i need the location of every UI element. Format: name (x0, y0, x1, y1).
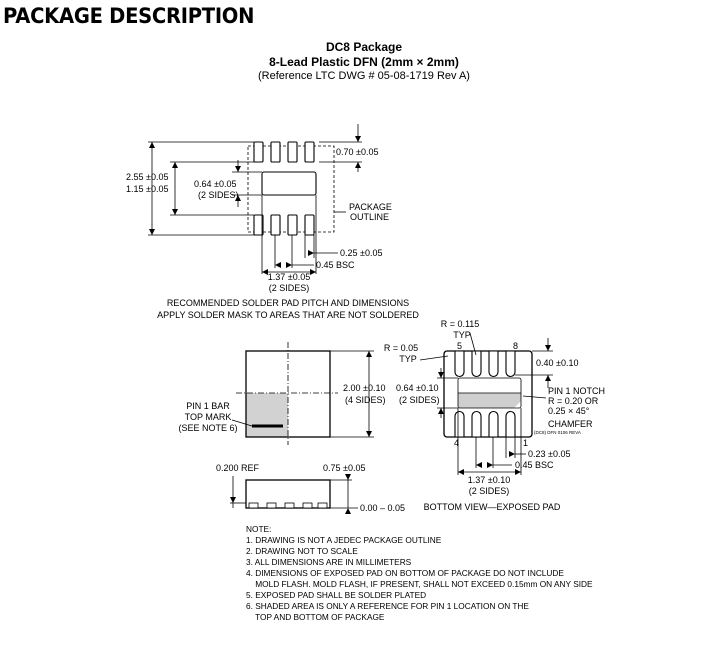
bottom-view-drawing (419, 332, 553, 475)
footprint-pad (304, 214, 315, 236)
dim-bottom-exposed-width-note: (2 SIDES) (468, 486, 510, 496)
footprint-exposed-pad (261, 171, 317, 196)
bottom-lead (505, 410, 516, 438)
note-item: TOP AND BOTTOM OF PACKAGE (246, 612, 385, 622)
bottom-lead (488, 410, 499, 438)
dim-lead-width: 0.25 ±0.05 (340, 248, 383, 258)
note-item: 4. DIMENSIONS OF EXPOSED PAD ON BOTTOM O… (246, 568, 564, 578)
pin1-notch-chamfer: 0.25 × 45° (548, 406, 590, 416)
bottom-lead (505, 350, 516, 378)
package-outline-label: PACKAGE (349, 202, 392, 212)
footprint-pad (287, 141, 298, 163)
dim-exposed-height: 0.64 ±0.10 (396, 383, 439, 393)
footprint-drawing (148, 124, 362, 275)
notes-heading: NOTE: (246, 524, 272, 534)
radius-corner: R = 0.05 (383, 343, 419, 353)
dim-exposed-height-note: (2 SIDES) (399, 395, 440, 405)
footprint-pad (270, 141, 281, 163)
radius-corner-typ: TYP (399, 354, 417, 364)
bottom-lead (454, 410, 465, 438)
pin1-note-ref: (SEE NOTE 6) (178, 423, 238, 433)
footprint-pad (253, 141, 264, 163)
package-outline-label-2: OUTLINE (350, 212, 390, 222)
dim-exposed-width: 1.37 ±0.05 (267, 272, 311, 282)
dim-bottom-exposed-width: 1.37 ±0.10 (467, 475, 511, 485)
note-item: 2. DRAWING NOT TO SCALE (246, 546, 358, 556)
package-name: DC8 Package (325, 40, 403, 54)
dim-bottom-lead-width: 0.23 ±0.05 (528, 449, 571, 459)
footprint-pad (253, 214, 264, 236)
footprint-caption: RECOMMENDED SOLDER PAD PITCH AND DIMENSI… (166, 298, 410, 308)
radius-top-typ: TYP (453, 330, 471, 340)
footprint-caption-2: APPLY SOLDER MASK TO AREAS THAT ARE NOT … (157, 310, 419, 320)
dim-pad-span: 1.15 ±0.05 (126, 184, 169, 194)
dim-body-size: 2.00 ±0.10 (343, 383, 386, 393)
dim-lead-pitch: 0.45 BSC (316, 260, 355, 270)
package-type: 8-Lead Plastic DFN (2mm × 2mm) (269, 55, 459, 69)
dim-pad-height-note: (2 SIDES) (198, 190, 239, 200)
pin1-notch-chamfer-label: CHAMFER (548, 419, 593, 429)
dim-bottom-lead-pitch: 0.45 BSC (515, 460, 554, 470)
pin-label-1: 1 (523, 438, 529, 448)
section-title: PACKAGE DESCRIPTION (3, 4, 255, 28)
note-item: 3. ALL DIMENSIONS ARE IN MILLIMETERS (246, 557, 412, 567)
pin-label-8: 8 (513, 341, 519, 351)
note-item: 5. EXPOSED PAD SHALL BE SOLDER PLATED (246, 590, 427, 600)
note-item: 1. DRAWING IS NOT A JEDEC PACKAGE OUTLIN… (246, 535, 442, 545)
dim-overall-height: 2.55 ±0.05 (126, 172, 169, 182)
dim-standoff: 0.00 – 0.05 (360, 503, 406, 513)
note-item: MOLD FLASH. MOLD FLASH, IF PRESENT, SHAL… (246, 579, 593, 589)
dim-bottom-lead-length: 0.40 ±0.10 (536, 358, 579, 368)
pin1-top-mark-label: TOP MARK (184, 412, 232, 422)
bottom-lead (471, 410, 482, 438)
dim-exposed-width-note: (2 SIDES) (268, 283, 310, 293)
bottom-view-caption: BOTTOM VIEW—EXPOSED PAD (423, 502, 561, 512)
bottom-lead (471, 350, 482, 378)
pin1-notch-label: PIN 1 NOTCH (548, 386, 606, 396)
footprint-pad (304, 141, 315, 163)
pin1-notch-radius: R = 0.20 OR (548, 396, 599, 406)
radius-top: R = 0.115 (440, 319, 480, 329)
bottom-lead (488, 350, 499, 378)
footprint-pad (270, 214, 281, 236)
pin1-bar-label: PIN 1 BAR (186, 401, 230, 411)
drawing-code: (DC8) DFN 0106 REVA (534, 430, 581, 435)
dim-ref: 0.200 REF (216, 463, 260, 473)
dim-lead-length: 0.70 ±0.05 (336, 147, 379, 157)
pin-label-5: 5 (457, 341, 463, 351)
bottom-lead (454, 350, 465, 378)
dim-pad-height: 0.64 ±0.05 (194, 179, 237, 189)
dim-body-size-note: (4 SIDES) (345, 395, 386, 405)
top-view-drawing (231, 342, 374, 445)
note-item: 6. SHADED AREA IS ONLY A REFERENCE FOR P… (246, 601, 529, 611)
dim-package-height: 0.75 ±0.05 (323, 463, 366, 473)
footprint-pad (287, 214, 298, 236)
drawing-reference: (Reference LTC DWG # 05-08-1719 Rev A) (258, 70, 470, 82)
pin-label-4: 4 (454, 438, 460, 448)
side-view-drawing (230, 474, 358, 514)
